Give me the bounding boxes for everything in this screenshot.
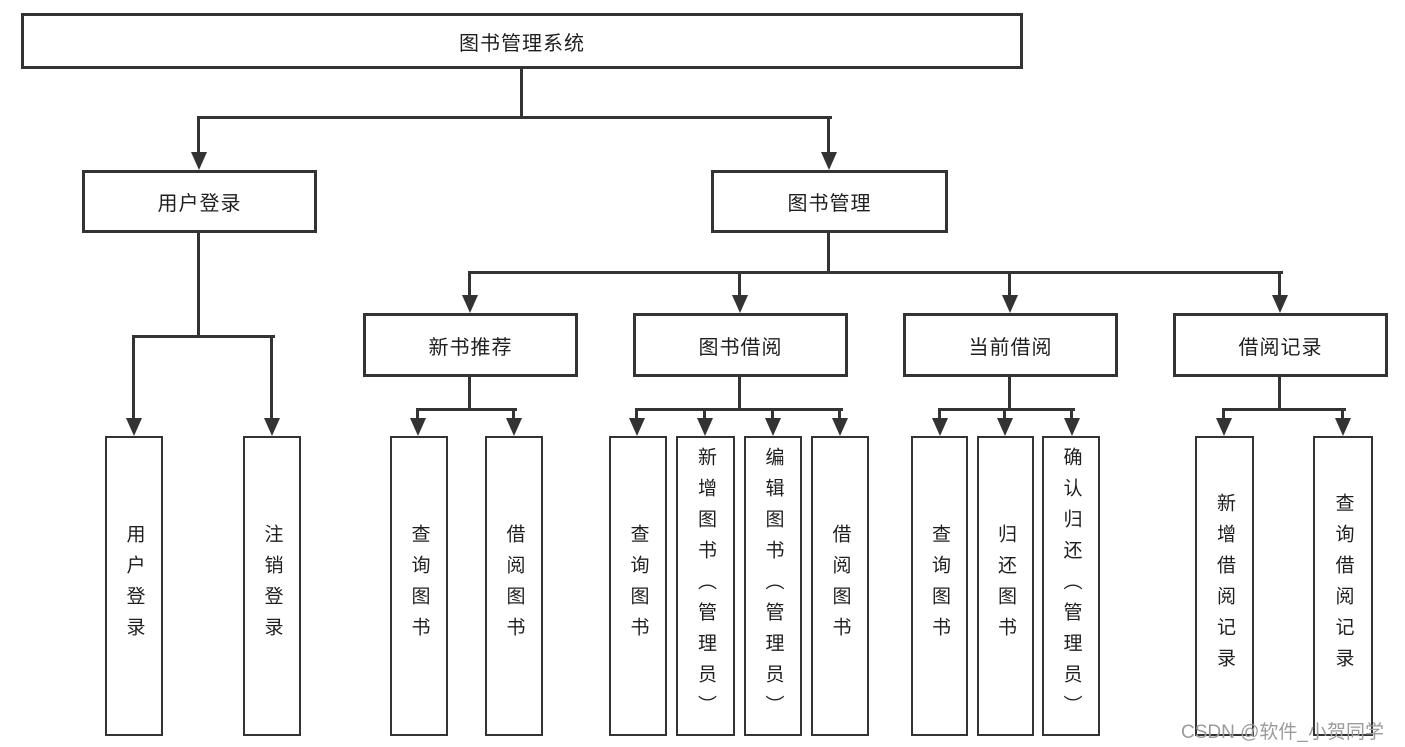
connector-drop-new-book — [468, 271, 471, 297]
arrowhead-leaf — [1335, 418, 1351, 436]
connector-book-management-stem — [827, 233, 830, 274]
leaf-borrow-books-recommend: 借阅图书 — [485, 436, 543, 736]
leaf-query-borrow-record: 查询借阅记录 — [1313, 436, 1373, 736]
leaf-query-books-recommend: 查询图书 — [390, 436, 448, 736]
connector-book-borrow-stem — [738, 377, 741, 411]
node-label: 图书管理系统 — [459, 32, 585, 55]
leaf-label: 查询图书 — [627, 524, 649, 648]
connector-drop-leaf-user-login — [132, 335, 135, 420]
leaf-label: 新增图书（管理员） — [695, 446, 716, 726]
leaf-label: 用户登录 — [123, 524, 145, 648]
leaf-query-books-current: 查询图书 — [911, 436, 968, 736]
connector-drop — [1341, 408, 1344, 422]
leaf-logout: 注销登录 — [243, 436, 301, 736]
connector-new-book-stem — [468, 377, 471, 411]
leaf-confirm-return-admin: 确认归还（管理员） — [1042, 436, 1100, 736]
node-label: 图书借阅 — [698, 336, 783, 359]
leaf-label: 借阅图书 — [503, 524, 525, 648]
connector-drop — [838, 408, 841, 422]
leaf-return-books: 归还图书 — [977, 436, 1034, 736]
arrowhead-leaf — [832, 418, 848, 436]
node-label: 当前借阅 — [968, 336, 1053, 359]
leaf-add-borrow-record: 新增借阅记录 — [1195, 436, 1254, 736]
leaf-edit-books-admin: 编辑图书（管理员） — [744, 436, 802, 736]
arrowhead-leaf — [1064, 418, 1080, 436]
arrowhead-leaf — [997, 418, 1013, 436]
connector-drop — [771, 408, 774, 422]
connector-current-borrow-stem — [1008, 377, 1011, 411]
arrowhead-book-borrow — [732, 295, 748, 313]
node-user-login: 用户登录 — [82, 170, 317, 233]
leaf-query-books-borrowing: 查询图书 — [609, 436, 667, 736]
arrowhead-leaf — [1216, 418, 1232, 436]
arrowhead-leaf-user-login — [126, 418, 142, 436]
connector-book-borrow-rail — [635, 408, 843, 411]
arrowhead-leaf — [629, 418, 645, 436]
leaf-user-login: 用户登录 — [105, 436, 163, 736]
arrowhead-leaf — [697, 418, 713, 436]
connector-drop — [512, 408, 515, 422]
connector-user-login-stem — [197, 233, 200, 338]
arrowhead-leaf — [410, 418, 426, 436]
connector-current-borrow-rail — [938, 408, 1075, 411]
connector-drop — [1003, 408, 1006, 422]
connector-drop — [938, 408, 941, 422]
leaf-label: 注销登录 — [261, 524, 283, 648]
node-new-book-recommendation: 新书推荐 — [363, 313, 578, 377]
connector-new-book-rail — [416, 408, 517, 411]
leaf-label: 查询图书 — [408, 524, 430, 648]
arrowhead-book-management — [821, 152, 837, 170]
leaf-label: 新增借阅记录 — [1214, 493, 1235, 679]
leaf-label: 归还图书 — [995, 524, 1016, 648]
leaf-label: 借阅图书 — [829, 524, 851, 648]
arrowhead-leaf — [506, 418, 522, 436]
node-current-borrowing: 当前借阅 — [903, 313, 1118, 377]
arrowhead-new-book — [462, 295, 478, 313]
connector-drop — [1070, 408, 1073, 422]
node-borrowing-records: 借阅记录 — [1173, 313, 1388, 377]
connector-borrow-record-rail — [1222, 408, 1346, 411]
arrowhead-user-login — [191, 152, 207, 170]
connector-drop — [1222, 408, 1225, 422]
connector-root-rail — [197, 116, 832, 119]
node-label: 新书推荐 — [428, 336, 513, 359]
arrowhead-leaf — [932, 418, 948, 436]
connector-drop-current-borrow — [1008, 271, 1011, 297]
connector-drop-book-borrow — [738, 271, 741, 297]
leaf-borrow-books: 借阅图书 — [811, 436, 869, 736]
leaf-add-books-admin: 新增图书（管理员） — [676, 436, 735, 736]
connector-drop-user-login — [197, 116, 200, 154]
connector-drop — [416, 408, 419, 422]
arrowhead-borrow-record — [1272, 295, 1288, 313]
node-book-borrowing: 图书借阅 — [633, 313, 848, 377]
connector-book-management-rail — [468, 271, 1283, 274]
leaf-label: 编辑图书（管理员） — [762, 446, 784, 726]
node-label: 借阅记录 — [1238, 336, 1323, 359]
leaf-label: 查询图书 — [929, 524, 950, 648]
node-label: 用户登录 — [157, 193, 242, 215]
node-book-management: 图书管理 — [711, 170, 948, 233]
connector-borrow-record-stem — [1278, 377, 1281, 411]
leaf-label: 查询借阅记录 — [1332, 493, 1354, 679]
csdn-watermark: CSDN @软件_小贺同学 — [1181, 722, 1384, 743]
node-label: 图书管理 — [787, 193, 872, 215]
leaf-label: 确认归还（管理员） — [1060, 446, 1082, 726]
connector-drop-book-management — [827, 116, 830, 154]
connector-user-login-rail — [132, 335, 275, 338]
connector-drop — [635, 408, 638, 422]
connector-drop — [703, 408, 706, 422]
arrowhead-current-borrow — [1002, 295, 1018, 313]
arrowhead-leaf — [765, 418, 781, 436]
arrowhead-leaf-logout — [264, 418, 280, 436]
node-library-management-system: 图书管理系统 — [21, 13, 1023, 69]
connector-root-stem — [520, 69, 523, 118]
connector-drop-leaf-logout — [270, 335, 273, 420]
connector-drop-borrow-record — [1278, 271, 1281, 297]
